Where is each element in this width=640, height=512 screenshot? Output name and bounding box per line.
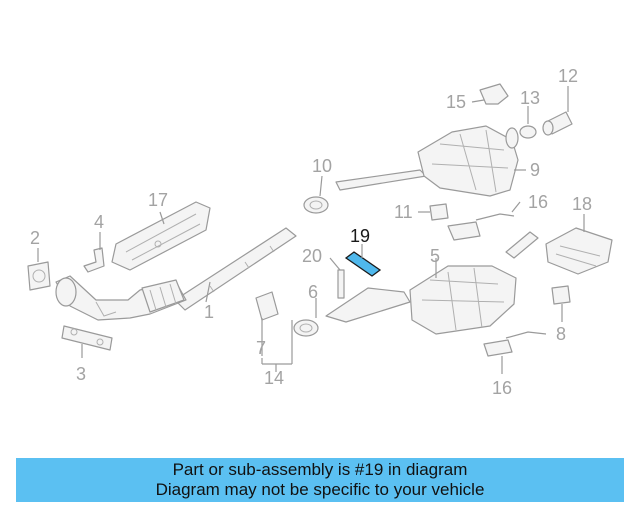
callout-10: 10	[312, 156, 332, 176]
callout-14: 14	[264, 368, 284, 388]
part-10-clamp	[303, 196, 329, 214]
callout-20: 20	[302, 246, 322, 266]
part-15-hanger	[479, 83, 509, 105]
callout-8: 8	[556, 324, 566, 344]
part-6-clamp	[293, 319, 319, 337]
part-4-bracket	[83, 247, 105, 273]
callout-6: 6	[308, 282, 318, 302]
callout-16b: 16	[492, 378, 512, 398]
callout-15: 15	[446, 92, 466, 112]
part-18-heat-shield	[545, 227, 613, 275]
callout-13: 13	[520, 88, 540, 108]
callout-11: 11	[394, 202, 413, 222]
part-8-hanger	[551, 285, 571, 305]
center-exhaust-pipe	[174, 227, 297, 311]
callout-7: 7	[256, 338, 266, 358]
part-16-upper-bracket	[447, 213, 515, 241]
callout-18: 18	[572, 194, 592, 214]
part-5-center-muffler	[325, 231, 539, 335]
part-3-flange	[61, 325, 113, 351]
callout-19: 19	[350, 226, 370, 246]
callout-3: 3	[76, 364, 86, 384]
part-9-rear-muffler	[335, 125, 519, 197]
part-13-ring	[519, 125, 537, 139]
callout-1: 1	[204, 302, 214, 322]
callout-5: 5	[430, 246, 440, 266]
exhaust-system-diagram: 1 2 3 4 5 6 7 8 9 10 11 12 13 14 15 16 1…	[27, 66, 613, 398]
callout-12: 12	[558, 66, 578, 86]
info-banner: Part or sub-assembly is #19 in diagram D…	[16, 458, 624, 502]
callout-4: 4	[94, 212, 104, 232]
part-12-tailpipe	[542, 111, 573, 136]
callout-9: 9	[530, 160, 540, 180]
banner-line-2: Diagram may not be specific to your vehi…	[155, 480, 485, 499]
callout-labels: 1 2 3 4 5 6 7 8 9 10 11 12 13 14 15 16 1…	[30, 66, 592, 398]
catalytic-converter	[55, 275, 187, 321]
callout-2: 2	[30, 228, 40, 248]
part-2-gasket	[27, 261, 51, 291]
part-20-bolt	[337, 269, 345, 299]
callout-16a: 16	[528, 192, 548, 212]
part-11-hanger	[429, 203, 449, 221]
part-17-heat-shield	[111, 201, 211, 271]
part-19-highlighted[interactable]	[344, 251, 382, 277]
part-7-bracket	[255, 291, 279, 321]
part-16-lower-bracket	[483, 331, 547, 357]
banner-line-1: Part or sub-assembly is #19 in diagram	[172, 460, 468, 479]
callout-17: 17	[148, 190, 168, 210]
leader-lines	[37, 86, 585, 374]
